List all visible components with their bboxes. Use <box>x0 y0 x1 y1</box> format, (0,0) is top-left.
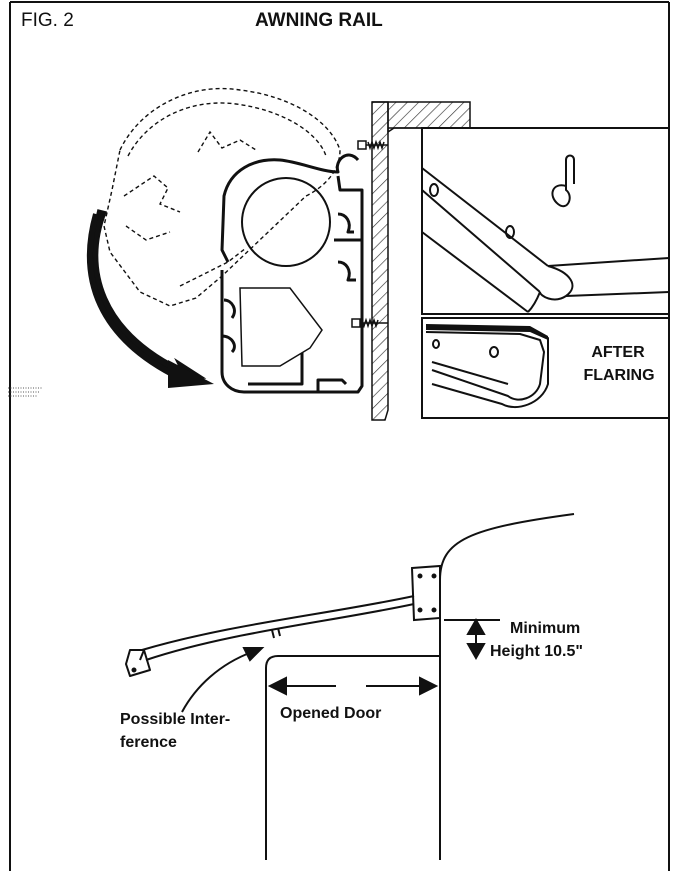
rotation-arrow <box>86 209 214 388</box>
rail-profile-solid <box>220 153 364 394</box>
possible-interference-label-2: ference <box>120 734 177 751</box>
after-flaring-label-2: FLARING <box>583 367 655 384</box>
wall-hatched-section <box>371 101 389 421</box>
awning-bracket <box>410 564 441 622</box>
rail-detail-box <box>421 127 670 315</box>
figure-label: FIG. 2 <box>21 10 74 31</box>
possible-interference-label-1: Possible Inter- <box>120 711 231 728</box>
rail-profile-rotated-dashed <box>103 87 341 307</box>
fabric-roll <box>241 177 331 267</box>
minimum-height-label-1: Minimum <box>510 620 581 637</box>
flap-shading <box>239 287 323 367</box>
upper-screw <box>357 139 388 151</box>
minimum-height-label-2: Height 10.5" <box>490 643 583 660</box>
opened-door <box>265 655 440 860</box>
awning-arm <box>125 595 415 677</box>
interference-pointer <box>181 647 265 713</box>
dotted-mark <box>8 387 42 397</box>
lower-screw <box>351 317 388 329</box>
figure-title: AWNING RAIL <box>255 10 383 31</box>
after-flaring-label-1: AFTER <box>591 344 645 361</box>
flared-detail-box <box>421 317 670 419</box>
vehicle-body <box>439 513 575 860</box>
minimum-height-dimension <box>444 617 500 661</box>
opened-door-label: Opened Door <box>280 705 382 722</box>
opened-door-dimension <box>267 676 439 696</box>
